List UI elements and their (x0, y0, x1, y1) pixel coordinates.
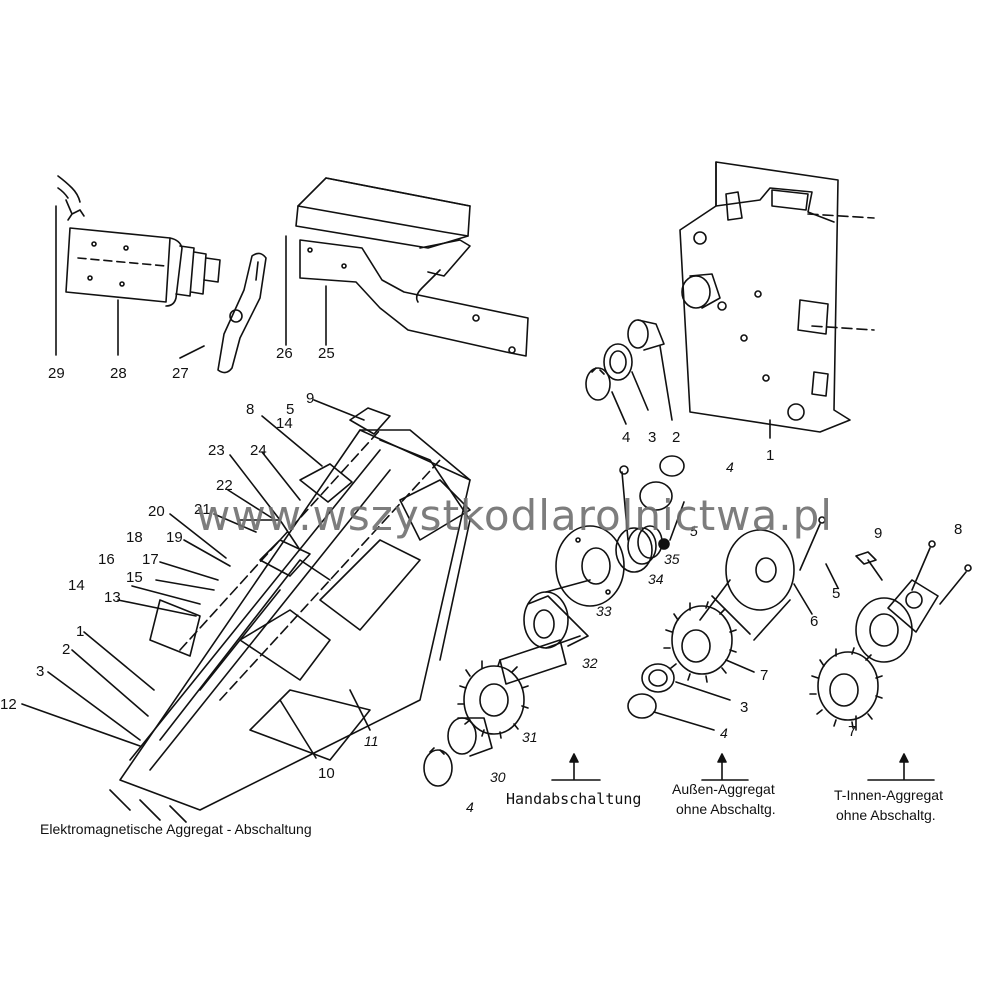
hood-part-26 (285, 177, 471, 346)
callout-11: 11 (364, 733, 379, 749)
circlip-part-4-top (639, 455, 685, 511)
watermark-text: www.wszystkodlarolnictwa.pl (196, 491, 833, 540)
callout-17: 17 (142, 551, 159, 568)
callout-3-top-right: 3 (648, 429, 656, 446)
callout-14-bottom: 14 (68, 577, 85, 594)
lever-part-27 (179, 252, 267, 374)
collar-part-8 (887, 540, 972, 633)
callout-32: 32 (582, 655, 598, 671)
callout-6: 6 (810, 613, 818, 630)
callout-15: 15 (126, 569, 143, 586)
callout-24: 24 (250, 442, 267, 459)
callout-4-hand-bottom: 4 (466, 799, 474, 815)
caption-outer-line2: ohne Abschaltg. (676, 801, 776, 817)
callout-35: 35 (664, 551, 680, 567)
callout-19: 19 (166, 529, 183, 546)
callout-16: 16 (98, 551, 115, 568)
callout-33: 33 (596, 603, 612, 619)
callout-22: 22 (216, 477, 233, 494)
arrow-inner (867, 753, 935, 781)
callout-12: 12 (0, 696, 17, 713)
callout-30: 30 (490, 769, 506, 785)
callout-4-hand-top: 4 (726, 459, 734, 475)
arrow-outer (701, 753, 749, 781)
cable-fork-part-29 (55, 175, 85, 356)
plate-part-25 (299, 239, 529, 357)
callout-26: 26 (276, 345, 293, 362)
callout-13: 13 (104, 589, 121, 606)
callout-21: 21 (194, 501, 211, 518)
callout-8-left: 8 (246, 401, 254, 418)
circlip-part-4 (585, 367, 627, 425)
caption-manual: Handabschaltung (506, 790, 641, 808)
sprocket-part-7-inner (809, 647, 883, 731)
bolt-part-9 (855, 551, 883, 581)
callout-8-inner: 8 (954, 521, 962, 538)
caption-electromagnetic: Elektromagnetische Aggregat - Abschaltun… (40, 821, 312, 837)
leader-lines-left (21, 399, 371, 759)
hub-part-6 (699, 529, 795, 641)
callout-28: 28 (110, 365, 127, 382)
callout-5-outer: 5 (832, 585, 840, 602)
callout-18: 18 (126, 529, 143, 546)
callout-1-left: 1 (76, 623, 84, 640)
callout-9-left: 9 (306, 390, 314, 407)
bushing-part-30 (447, 717, 493, 757)
callout-25: 25 (318, 345, 335, 362)
callout-7-outer: 7 (760, 667, 768, 684)
spring-part-34 (615, 525, 663, 573)
caption-outer-line1: Außen-Aggregat (672, 781, 775, 797)
callout-3-left: 3 (36, 663, 44, 680)
washer-part-3 (603, 343, 649, 411)
callout-10: 10 (318, 765, 335, 782)
callout-20: 20 (148, 503, 165, 520)
callout-2-left: 2 (62, 641, 70, 658)
frame-plate-part-1 (679, 161, 875, 439)
bushing-on-frame (681, 273, 721, 309)
caption-inner-line1: T-Innen-Aggregat (834, 787, 943, 803)
sprocket-part-31 (457, 659, 529, 739)
callout-3-outer: 3 (740, 699, 748, 716)
captions: Handabschaltung Außen-Aggregat ohne Absc… (40, 781, 943, 837)
callout-14-top: 14 (276, 415, 293, 432)
ball-part-35 (658, 538, 670, 550)
callout-27: 27 (172, 365, 189, 382)
circlip-part-4-bottom (423, 747, 453, 787)
pin-part-5-top (619, 465, 685, 541)
leader-lines-outer (653, 563, 839, 731)
callout-9-inner: 9 (874, 525, 882, 542)
solenoid-part-28 (65, 227, 221, 356)
washer-part-3-outer (641, 663, 675, 693)
callout-5-left: 5 (286, 401, 294, 418)
circlip-part-4-outer (627, 693, 657, 719)
callout-1-top-right: 1 (766, 447, 774, 464)
callout-7-inner: 7 (848, 723, 856, 740)
callout-5-hand: 5 (690, 523, 698, 539)
callout-29: 29 (48, 365, 65, 382)
callout-2-top-right: 2 (672, 429, 680, 446)
callout-31: 31 (522, 729, 538, 745)
hub-part-32 (499, 579, 591, 685)
pin-part-5-outer (799, 516, 826, 571)
caption-inner-line2: ohne Abschaltg. (836, 807, 936, 823)
sleeve-part-2 (627, 319, 673, 421)
electromagnetic-assembly (109, 407, 471, 823)
callout-4-top-right: 4 (622, 429, 630, 446)
callout-34: 34 (648, 571, 664, 587)
sprocket-part-7-outer (663, 601, 737, 683)
arrow-manual (551, 753, 601, 781)
callout-23: 23 (208, 442, 225, 459)
callout-4-outer: 4 (720, 725, 728, 741)
callout-labels: 29 28 27 26 25 4 3 2 1 9 8 5 14 23 24 22… (0, 345, 962, 815)
flange-part-33 (555, 525, 625, 607)
flange-part-8-ring (855, 597, 913, 663)
